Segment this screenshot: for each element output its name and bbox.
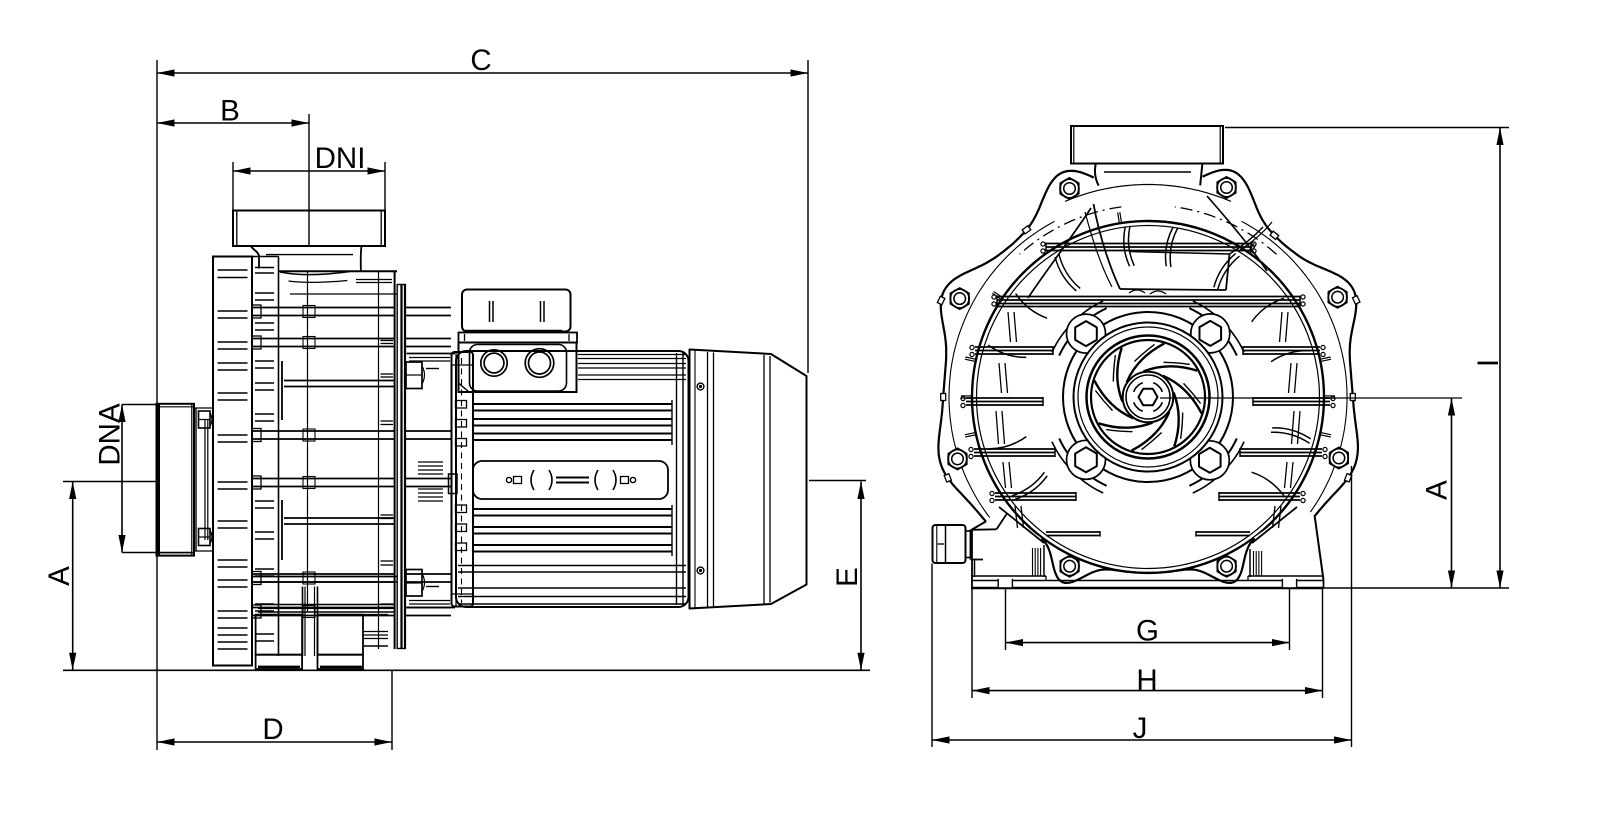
svg-text:J: J (1133, 712, 1148, 745)
svg-text:I: I (1472, 359, 1505, 367)
svg-text:DNI: DNI (315, 142, 366, 175)
svg-text:A: A (1421, 480, 1454, 500)
svg-text:A: A (43, 566, 76, 586)
svg-text:D: D (262, 713, 283, 746)
svg-text:E: E (831, 567, 864, 587)
svg-text:H: H (1136, 664, 1157, 697)
svg-text:G: G (1136, 614, 1159, 647)
svg-text:B: B (220, 95, 240, 128)
svg-text:C: C (470, 44, 491, 77)
svg-text:DNA: DNA (94, 403, 127, 466)
